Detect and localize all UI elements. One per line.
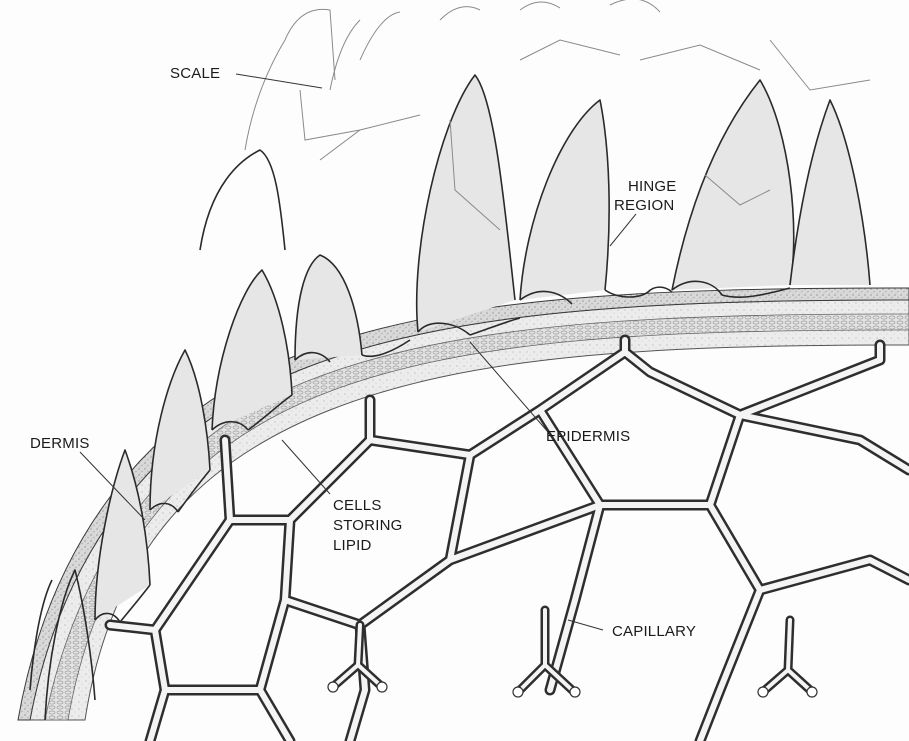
scale (150, 350, 210, 512)
label-cells-line2: STORING (333, 517, 402, 534)
label-capillary: CAPILLARY (612, 623, 696, 640)
label-hinge-line2: REGION (614, 197, 674, 214)
capillary-fork (758, 620, 817, 697)
label-hinge-line1: HINGE (628, 178, 677, 195)
scale (520, 100, 609, 304)
cells-leader (282, 440, 330, 494)
scale (417, 75, 515, 335)
scale (295, 255, 362, 362)
label-cells-line1: CELLS (333, 497, 382, 514)
scale (672, 80, 794, 295)
label-cells-line3: LIPID (333, 537, 372, 554)
hinge-leader (610, 214, 636, 246)
label-epidermis: EPIDERMIS (546, 428, 630, 445)
scale-leader (236, 74, 322, 88)
label-dermis: DERMIS (30, 435, 90, 452)
capillary-fork (328, 625, 387, 692)
label-scale: SCALE (170, 65, 220, 82)
scale (790, 100, 870, 285)
